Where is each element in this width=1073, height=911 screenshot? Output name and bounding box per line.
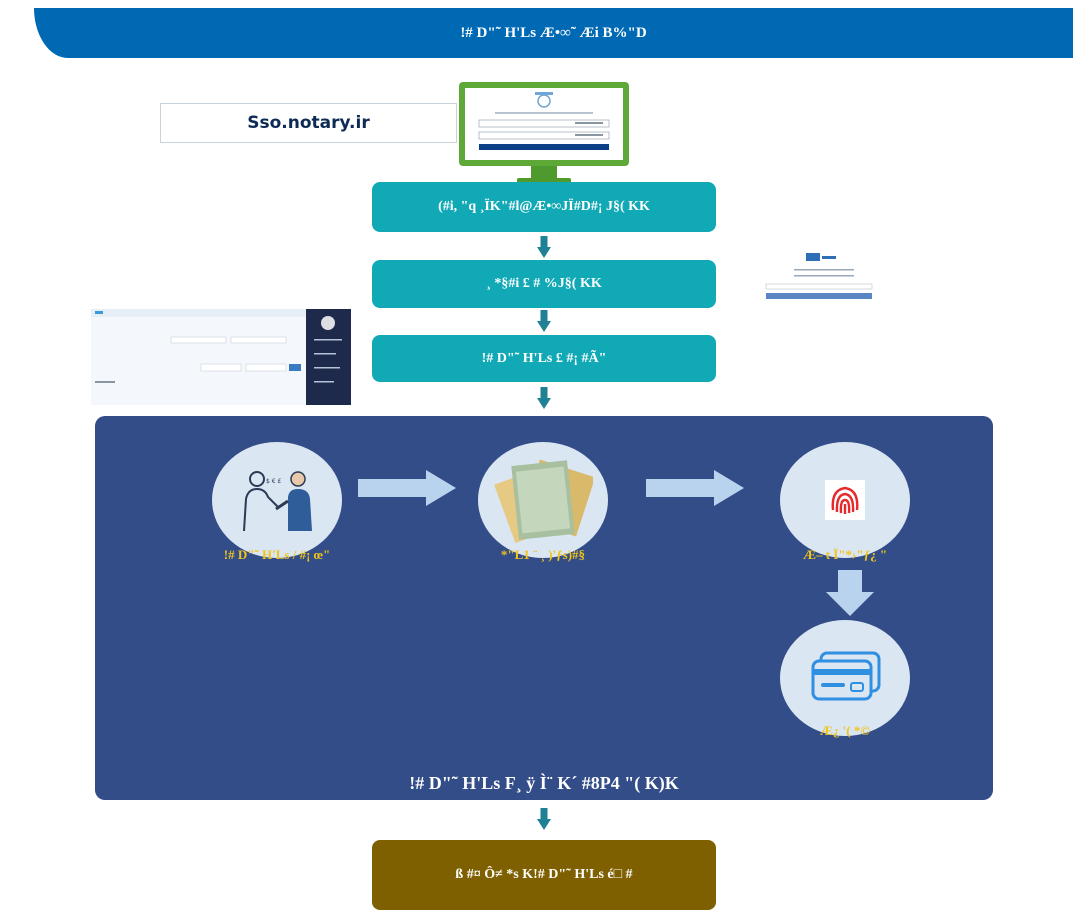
process-panel-title: !# D"˜ H'Ls F¸ ÿ Ì¨ K´ #8P4 "( K)K (409, 773, 679, 793)
down-arrow-icon (537, 808, 551, 830)
handshake-icon: $ € £ (212, 442, 342, 558)
down-arrow-icon (537, 236, 551, 258)
right-arrow-icon (646, 470, 744, 506)
step-select-transaction: !# D"˜ H'Ls £ #¡ #Ã" (372, 335, 716, 382)
process-label: !# D"˜ H'Ls / #¡ œ" (223, 547, 331, 562)
login-page-thumbnail (465, 88, 623, 160)
page-header: !# D"˜ H'Ls Æ•∞˜ Æi B%"D (34, 8, 1073, 58)
result-box: ß #¤ Ô≠ *s K!# D"˜ H'Ls é□ # (372, 840, 716, 910)
credit-card-icon (780, 620, 910, 736)
fingerprint-icon (780, 442, 910, 558)
right-arrow-icon (358, 470, 456, 506)
process-label: Æ¿ '( *© (819, 723, 871, 738)
login-form-thumbnail (765, 253, 873, 299)
portal-url[interactable]: Sso.notary.ir (160, 103, 457, 143)
document-icon (478, 442, 608, 558)
process-label: *"L1 ¨ ¸ )'ƒs)#§ (500, 547, 586, 562)
down-arrow-icon (537, 387, 551, 409)
process-label: Æ– t Ï"*›"ƒ¿ " (802, 547, 888, 562)
down-arrow-icon (826, 570, 874, 616)
dashboard-thumbnail (91, 309, 351, 405)
svg-text:$ € £: $ € £ (266, 478, 281, 485)
step-enter-code: ¸ *§#i £ # %J§( KK (372, 260, 716, 308)
monitor-icon (459, 82, 629, 187)
down-arrow-icon (537, 310, 551, 332)
step-login: (#i, "q ¸ÏK"#l@Æ•∞JÏ#D#¡ J§( KK (372, 182, 716, 232)
